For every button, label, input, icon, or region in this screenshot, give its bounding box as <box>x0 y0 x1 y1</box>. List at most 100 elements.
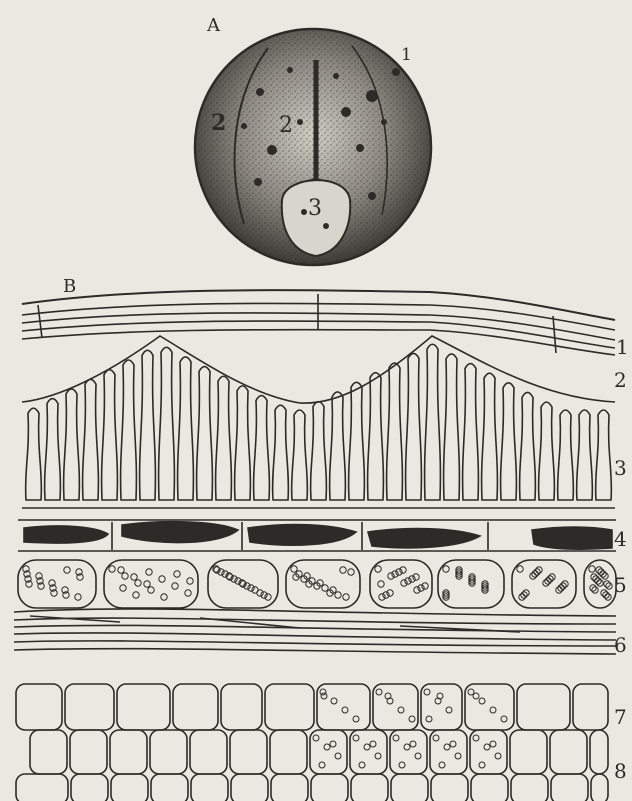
palisade-cell <box>349 382 365 500</box>
palisade-cell <box>83 379 99 500</box>
palisade-cell <box>216 376 232 500</box>
palisade-cell <box>482 373 498 500</box>
palisade-cell <box>368 373 384 500</box>
parenchyma-cell <box>351 774 388 801</box>
panel-b: B <box>14 276 629 801</box>
parenchyma-cell <box>111 774 148 801</box>
parenchyma-cell <box>151 774 188 801</box>
parenchyma-cell <box>117 684 170 730</box>
layer-number-4: 4 <box>614 527 627 551</box>
layer-2-3-palisade <box>26 344 612 500</box>
parenchyma-cell <box>173 684 218 730</box>
palisade-cell <box>64 389 80 500</box>
starch-cell <box>370 560 432 608</box>
parenchyma-cell <box>150 730 187 774</box>
parenchyma-cell <box>350 730 387 774</box>
starch-cell <box>438 560 504 608</box>
palisade-cell <box>45 399 61 500</box>
parenchyma-cell <box>573 684 608 730</box>
palisade-cell <box>577 410 593 500</box>
panel-a: A 1 2 2 3 <box>195 15 431 265</box>
palisade-cell <box>140 350 156 500</box>
palisade-cell <box>558 410 574 500</box>
palisade-cell <box>425 344 441 500</box>
parenchyma-cell <box>191 774 228 801</box>
parenchyma-cell <box>517 684 570 730</box>
parenchyma-cell <box>70 730 107 774</box>
seed-number: 1 <box>401 45 412 65</box>
layer-number-5: 5 <box>614 573 627 597</box>
starch-cell <box>584 560 616 608</box>
panel-b-label: B <box>63 276 76 297</box>
parenchyma-cell <box>271 774 308 801</box>
seed-number: 2 <box>279 113 293 138</box>
palisade-cell <box>273 405 289 500</box>
parenchyma-cell <box>231 774 268 801</box>
parenchyma-cell <box>590 730 608 774</box>
parenchyma-cell <box>465 684 514 730</box>
parenchyma-cell <box>16 774 68 801</box>
palisade-cell <box>197 367 213 500</box>
palisade-cell <box>235 386 251 500</box>
parenchyma-cell <box>265 684 314 730</box>
parenchyma-cell <box>373 684 418 730</box>
layer-4-pigment <box>18 520 616 551</box>
parenchyma-cell <box>310 730 347 774</box>
palisade-cell <box>539 402 555 500</box>
layer-1-cuticle <box>22 290 615 355</box>
palisade-cell <box>330 392 346 500</box>
parenchyma-cell <box>551 774 588 801</box>
palisade-cell <box>178 357 194 500</box>
layer-6-compressed <box>14 609 616 654</box>
palisade-cell <box>26 408 42 500</box>
layer-number-3: 3 <box>614 456 627 480</box>
parenchyma-cell <box>230 730 267 774</box>
parenchyma-cell <box>30 730 67 774</box>
layer-number-6: 6 <box>614 633 627 657</box>
parenchyma-cell <box>591 774 608 801</box>
parenchyma-cell <box>390 730 427 774</box>
parenchyma-cell <box>71 774 108 801</box>
parenchyma-cell <box>110 730 147 774</box>
starch-cell <box>104 560 198 608</box>
layer-5-starch <box>18 560 616 608</box>
parenchyma-cell <box>471 774 508 801</box>
parenchyma-cell <box>65 684 114 730</box>
seed-number: 2 <box>211 110 226 136</box>
palisade-cell <box>501 383 517 500</box>
parenchyma-cell <box>470 730 507 774</box>
starch-cell <box>512 560 576 608</box>
palisade-cell <box>311 402 327 500</box>
layer-number-7: 7 <box>614 705 627 729</box>
starch-cell <box>286 560 360 608</box>
layer-number-8: 8 <box>614 759 627 783</box>
palisade-cell <box>121 360 137 500</box>
parenchyma-cell <box>431 774 468 801</box>
palisade-cell <box>292 410 308 500</box>
seed-number: 3 <box>308 196 322 221</box>
palisade-cell <box>102 370 118 500</box>
starch-cell <box>18 560 96 608</box>
panel-a-label: A <box>206 15 221 36</box>
parenchyma-cell <box>221 684 262 730</box>
layer-number-1: 1 <box>616 335 629 359</box>
palisade-cell <box>463 364 479 500</box>
parenchyma-cell <box>421 684 462 730</box>
parenchyma-cell <box>190 730 227 774</box>
palisade-cell <box>254 396 270 500</box>
parenchyma-cell <box>317 684 370 730</box>
parenchyma-cell <box>511 774 548 801</box>
parenchyma-cell <box>311 774 348 801</box>
parenchyma-cell <box>550 730 587 774</box>
parenchyma-cell <box>16 684 62 730</box>
parenchyma-cell <box>510 730 547 774</box>
palisade-cell <box>596 410 612 500</box>
palisade-cell <box>406 353 422 500</box>
parenchyma-cell <box>270 730 307 774</box>
palisade-cell <box>159 347 175 500</box>
parenchyma-cell <box>430 730 467 774</box>
palisade-cell <box>444 354 460 500</box>
layer-number-labels: 1 2 3 4 5 6 7 8 <box>614 335 629 783</box>
palisade-cell <box>387 363 403 500</box>
